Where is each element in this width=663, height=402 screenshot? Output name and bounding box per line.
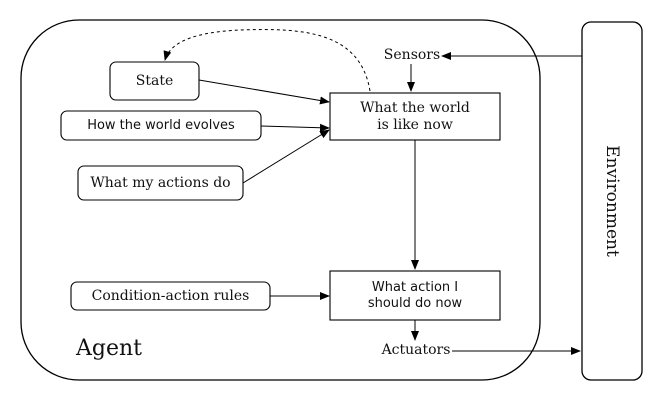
action-now-label: What action I should do now [367, 279, 463, 311]
state-to-world-arrow [198, 79, 330, 105]
world-now-label: What the world is like now [360, 99, 470, 133]
environment-box [581, 21, 643, 381]
actuators-label: Actuators [381, 342, 451, 358]
agent-boundary [20, 19, 541, 381]
sensors-label: Sensors [383, 47, 441, 63]
actions-do-label: What my actions do [90, 174, 231, 191]
state-box [109, 61, 200, 101]
world-evolves-box [60, 110, 262, 141]
state-feedback-arc [163, 29, 371, 92]
state-label: State [135, 72, 174, 89]
environment-label: Environment [602, 145, 623, 257]
condition-rules-label: Condition-action rules [91, 287, 250, 304]
actions-to-world-arrow [242, 129, 330, 184]
agent-label: Agent [76, 336, 142, 361]
evolves-to-world-arrow [260, 123, 330, 132]
world-evolves-label: How the world evolves [87, 117, 235, 133]
